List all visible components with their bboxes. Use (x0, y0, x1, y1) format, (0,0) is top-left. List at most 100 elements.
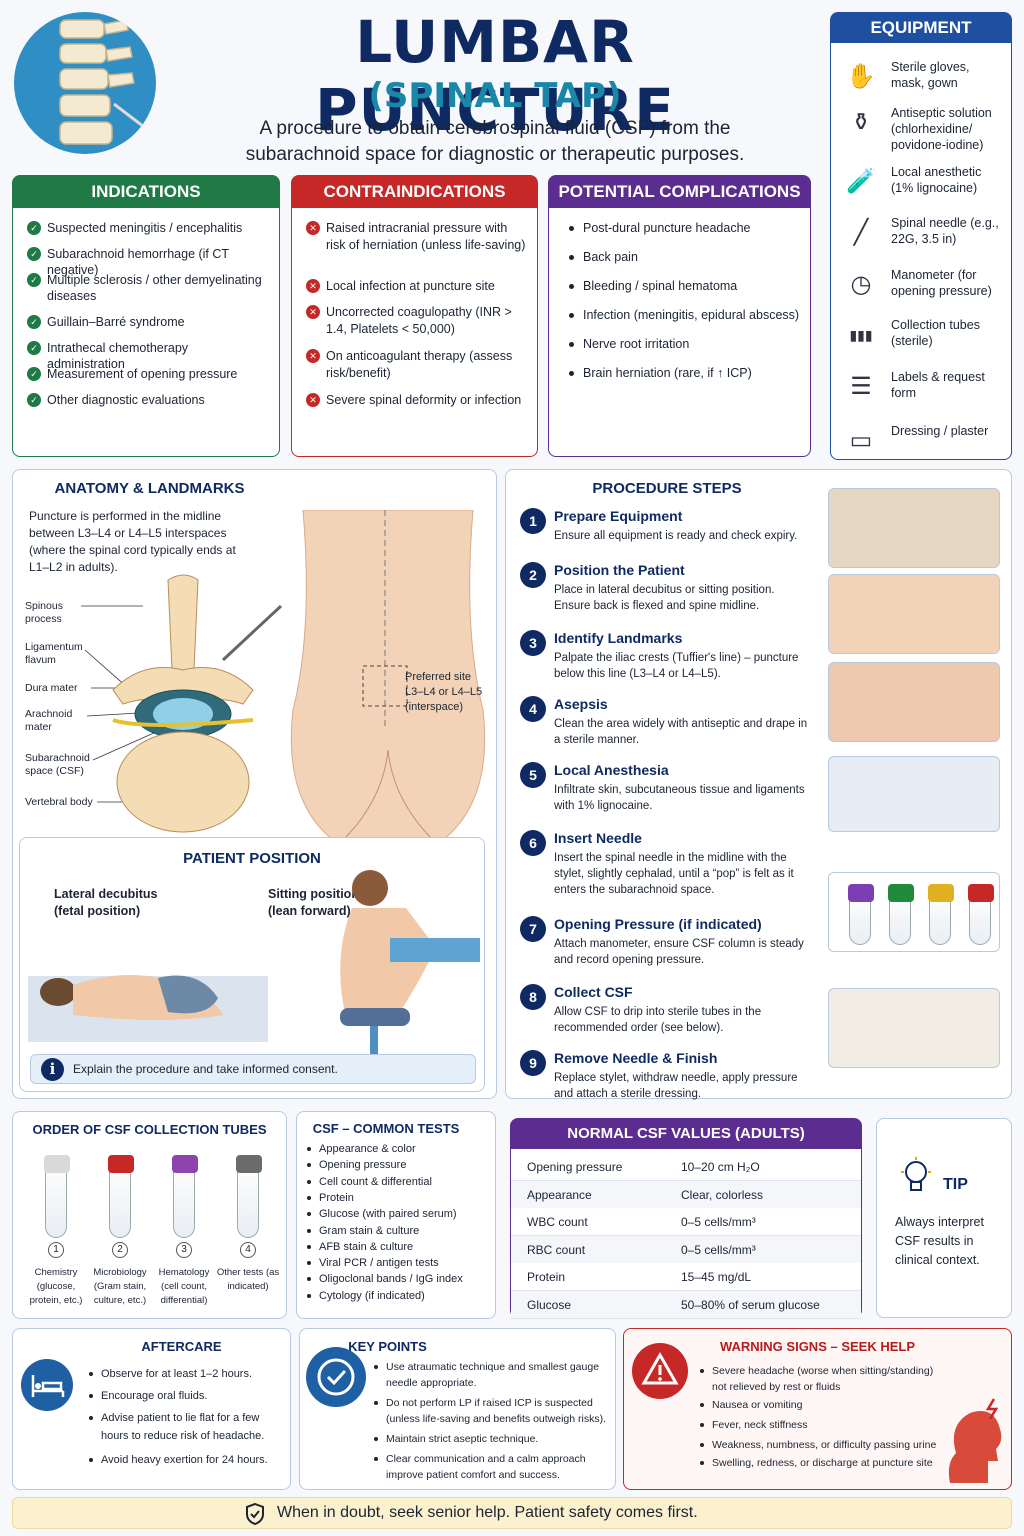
equipment-item: Sterile gloves, mask, gown (891, 60, 970, 90)
anatomy-panel: ANATOMY & LANDMARKS Puncture is performe… (12, 469, 497, 1099)
csf-test-item: Cell count & differential (305, 1175, 485, 1190)
indication-text: Measurement of opening pressure (47, 367, 238, 381)
complication-item: Nerve root irritation (563, 336, 800, 352)
equipment-item: Spinal needle (e.g., 22G, 3.5 in) (891, 216, 999, 246)
check-icon: ✓ (27, 247, 41, 261)
aftercare-item: Encourage oral fluids. (87, 1387, 287, 1405)
contraindication-item: ✕Severe spinal deformity or infection (306, 392, 527, 409)
consent-note-text: Explain the procedure and take informed … (73, 1062, 338, 1076)
cross-icon: ✕ (306, 349, 320, 363)
key-point-text: Do not perform LP if raised ICP is suspe… (386, 1397, 607, 1425)
bullet-icon (374, 1437, 378, 1441)
tube-cap (44, 1155, 70, 1173)
tube-cap (968, 884, 994, 902)
csf-test-item: Appearance & color (305, 1142, 485, 1157)
aftercare-item: Advise patient to lie flat for a few hou… (87, 1409, 287, 1445)
check-icon: ✓ (27, 273, 41, 287)
form-icon: ☰ (850, 373, 872, 400)
manometer-image (828, 756, 1000, 832)
tube-label: Chemistry (glucose, protein, etc.) (29, 1267, 83, 1306)
bullet-icon (569, 371, 574, 376)
contraindications-title: CONTRAINDICATIONS (292, 176, 537, 208)
csf-test-item: AFB stain & culture (305, 1240, 485, 1255)
bullet-icon (89, 1416, 93, 1420)
tube-cap (928, 884, 954, 902)
bullet-icon (89, 1394, 93, 1398)
aftercare-text: Avoid heavy exertion for 24 hours. (101, 1454, 268, 1466)
csf-test-item: Opening pressure (305, 1158, 485, 1173)
tube-number: 3 (176, 1242, 192, 1258)
anatomy-title: ANATOMY & LANDMARKS (54, 480, 245, 497)
needle-icon: ╱ (853, 219, 869, 246)
collection-tube-icon (968, 884, 994, 945)
step-title: Identify Landmarks (554, 630, 683, 646)
equipment-item: Collection tubes (sterile) (891, 318, 980, 348)
step-number: 6 (520, 830, 546, 856)
indications-title: INDICATIONS (13, 176, 279, 208)
bullet-icon (89, 1458, 93, 1462)
key-point-text: Clear communication and a calm approach … (386, 1453, 586, 1481)
bullet-icon (569, 313, 574, 318)
csf-test-text: Gram stain & culture (319, 1224, 420, 1237)
csf-test-text: Viral PCR / antigen tests (319, 1257, 439, 1270)
needle-image (828, 574, 1000, 654)
cross-icon: ✕ (306, 221, 320, 235)
complication-text: Nerve root irritation (583, 337, 690, 351)
bed-icon (21, 1359, 73, 1411)
bullet-icon (569, 342, 574, 347)
indication-item: ✓Guillain–Barré syndrome (27, 314, 269, 330)
patient-position-panel: PATIENT POSITION Lateral decubitus (feta… (19, 837, 485, 1092)
bullet-icon (307, 1212, 311, 1217)
page-subtitle: (SPINAL TAP) (368, 76, 622, 116)
bullet-icon (374, 1401, 378, 1405)
spine-logo (14, 12, 156, 154)
complication-text: Bleeding / spinal hematoma (583, 279, 738, 293)
label-ligamentum-flavum: Ligamentum flavum (25, 641, 83, 666)
complication-item: Bleeding / spinal hematoma (563, 278, 800, 294)
vial-icon: 🧪 (846, 168, 876, 195)
aftercare-title: AFTERCARE (141, 1339, 222, 1354)
step-title: Remove Needle & Finish (554, 1050, 718, 1066)
csf-tube-icon (236, 1155, 262, 1238)
csf-test-item: Oligoclonal bands / IgG index (305, 1272, 485, 1287)
bullet-icon (307, 1293, 311, 1298)
csf-tests-title: CSF – COMMON TESTS (312, 1121, 460, 1136)
step-number: 3 (520, 630, 546, 656)
complication-item: Back pain (563, 249, 800, 265)
cross-icon: ✕ (306, 279, 320, 293)
step-title: Asepsis (554, 696, 608, 712)
tube-number: 4 (240, 1242, 256, 1258)
key-point-item: Maintain strict aseptic technique. (372, 1431, 616, 1447)
label-dura-mater: Dura mater (25, 682, 78, 694)
normal-value-value: Clear, colorless (681, 1187, 764, 1202)
step-description: Attach manometer, ensure CSF column is s… (554, 938, 804, 966)
normal-value-key: Opening pressure (527, 1160, 623, 1174)
warning-panel: WARNING SIGNS – SEEK HELP Severe headach… (623, 1328, 1012, 1490)
tube-label: Microbiology (Gram stain, culture, etc.) (93, 1267, 147, 1306)
tissue-layers-image (828, 662, 1000, 742)
normal-value-value: 10–20 cm H₂O (681, 1160, 760, 1174)
step-title: Insert Needle (554, 830, 642, 846)
aftercare-text: Encourage oral fluids. (101, 1390, 208, 1402)
step-description: Ensure all equipment is ready and check … (554, 530, 798, 542)
complications-title: POTENTIAL COMPLICATIONS (549, 176, 810, 208)
key-point-item: Clear communication and a calm approach … (372, 1451, 616, 1483)
warning-item: Weakness, numbness, or difficulty passin… (700, 1437, 950, 1453)
tube-cap (108, 1155, 134, 1173)
normal-values-panel: NORMAL CSF VALUES (ADULTS) Opening press… (510, 1118, 862, 1319)
cross-icon: ✕ (306, 393, 320, 407)
bullet-icon (307, 1195, 311, 1200)
complication-text: Post-dural puncture headache (583, 221, 751, 235)
preferred-site-label: Preferred site L3–L4 or L4–L5 (interspac… (405, 671, 483, 713)
warning-title: WARNING SIGNS – SEEK HELP (719, 1339, 916, 1354)
key-points-title: KEY POINTS (348, 1339, 427, 1354)
indications-panel: INDICATIONS ✓Suspected meningitis / ence… (12, 175, 280, 457)
footer-text: When in doubt, seek senior help. Patient… (277, 1504, 698, 1521)
collection-tube-icon (888, 884, 914, 945)
complication-text: Infection (meningitis, epidural abscess) (583, 308, 800, 322)
contraindication-item: ✕Local infection at puncture site (306, 278, 527, 295)
warning-text: Severe headache (worse when sitting/stan… (712, 1365, 934, 1393)
collection-tubes-image (828, 872, 1000, 952)
